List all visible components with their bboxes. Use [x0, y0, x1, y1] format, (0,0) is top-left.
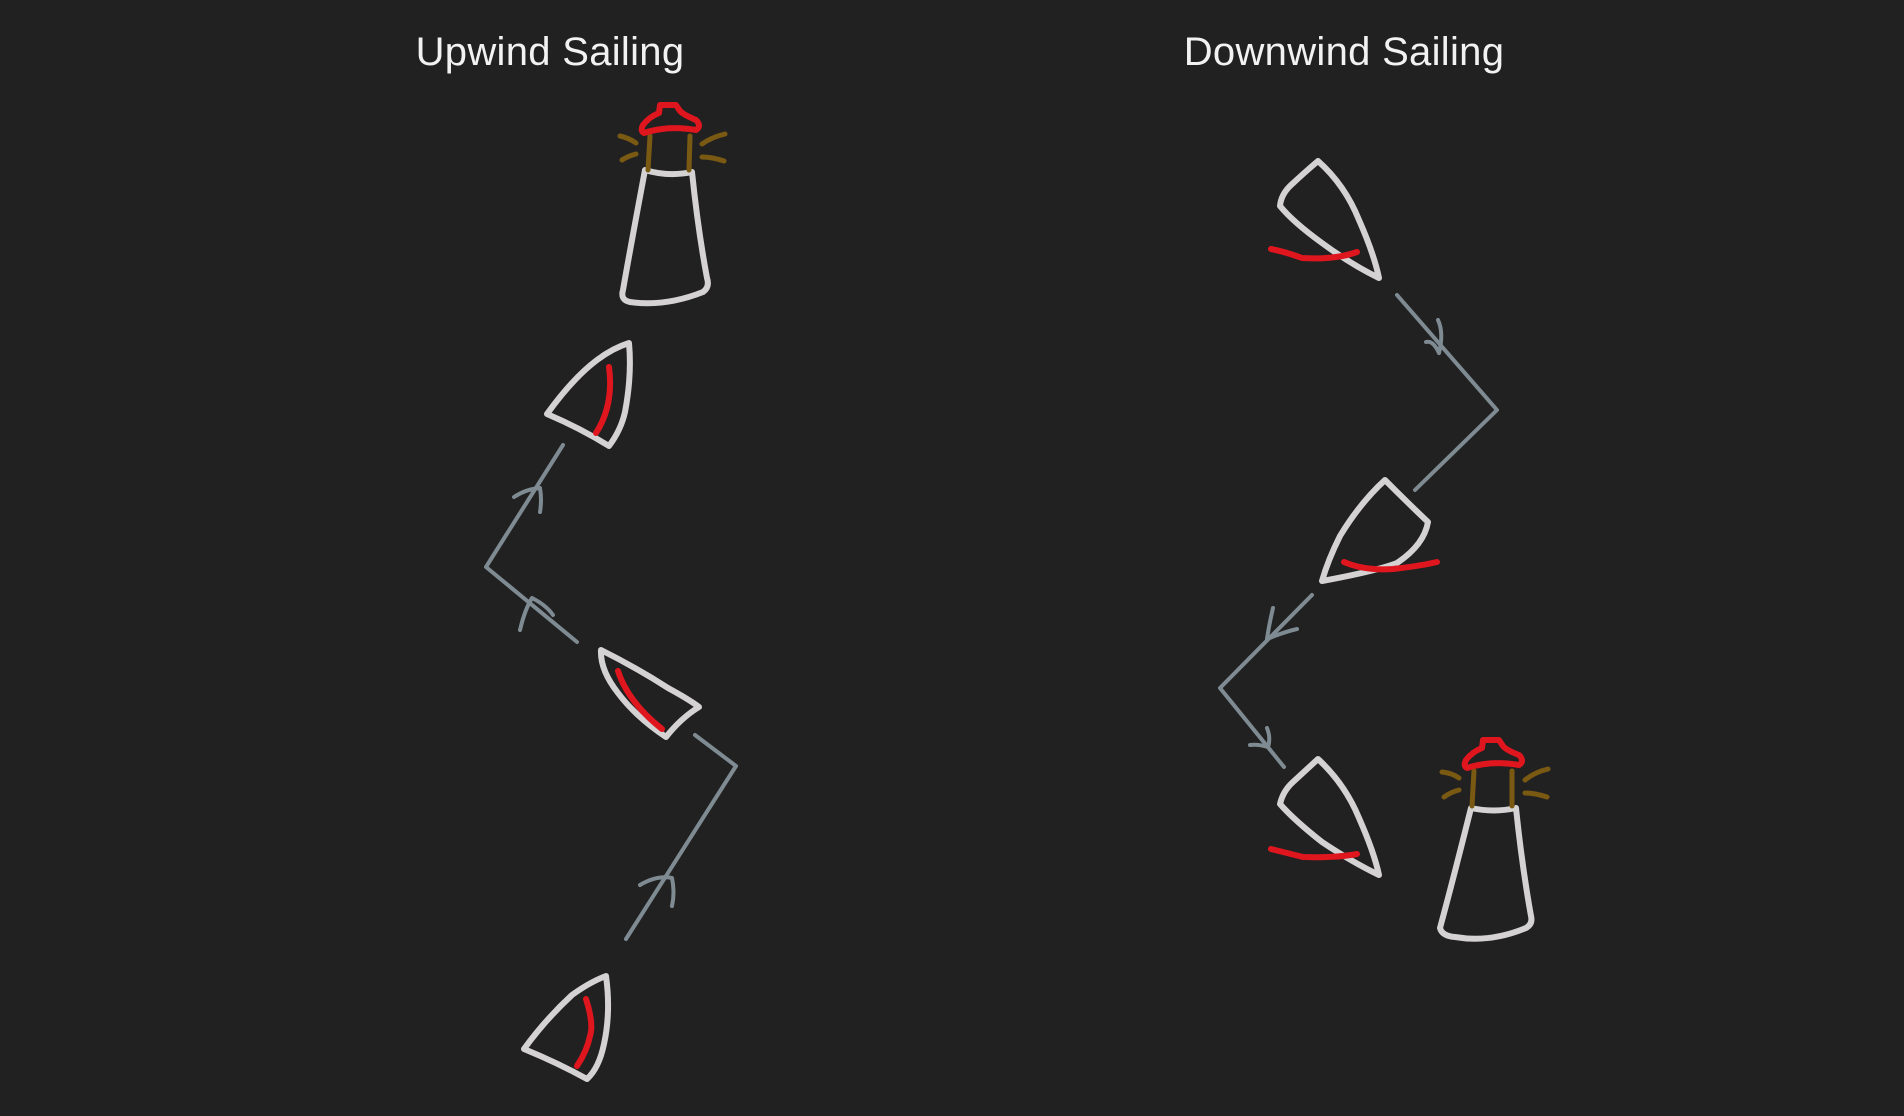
downwind-diagram — [1218, 158, 1551, 942]
course-arrow — [518, 596, 555, 632]
sail — [593, 364, 614, 436]
upwind-course-line — [484, 443, 738, 941]
sailboat-icon — [1319, 477, 1440, 584]
upwind-diagram — [484, 102, 738, 1082]
downwind-sailing-title: Downwind Sailing — [1183, 30, 1505, 74]
sailboat-icon — [521, 973, 612, 1082]
lighthouse-lamp — [645, 133, 693, 173]
sailboat-icon — [544, 340, 633, 449]
lighthouse-icon — [617, 102, 728, 307]
upwind-sailing-title: Upwind Sailing — [415, 30, 685, 74]
sail — [1268, 846, 1360, 861]
lighthouse-light-ray — [617, 131, 728, 164]
lighthouse-light-ray — [1439, 766, 1551, 800]
sail — [574, 996, 595, 1069]
lighthouse-lamp — [1469, 768, 1515, 809]
sail — [1268, 246, 1360, 262]
sailboat-icon — [1268, 158, 1382, 281]
sail — [615, 668, 665, 732]
course-arrow — [512, 486, 543, 514]
course-arrow — [638, 875, 676, 908]
sailboat-icon — [1268, 756, 1382, 878]
course-arrow — [1265, 606, 1299, 641]
downwind-course-line — [1218, 293, 1499, 769]
course-arrow — [1248, 726, 1272, 749]
lighthouse-icon — [1437, 737, 1551, 942]
course-arrow — [1424, 318, 1444, 355]
sail — [1341, 559, 1440, 573]
lighthouse-cap — [638, 102, 702, 136]
sailboat-icon — [597, 647, 702, 740]
lighthouse-cap — [1461, 737, 1525, 771]
